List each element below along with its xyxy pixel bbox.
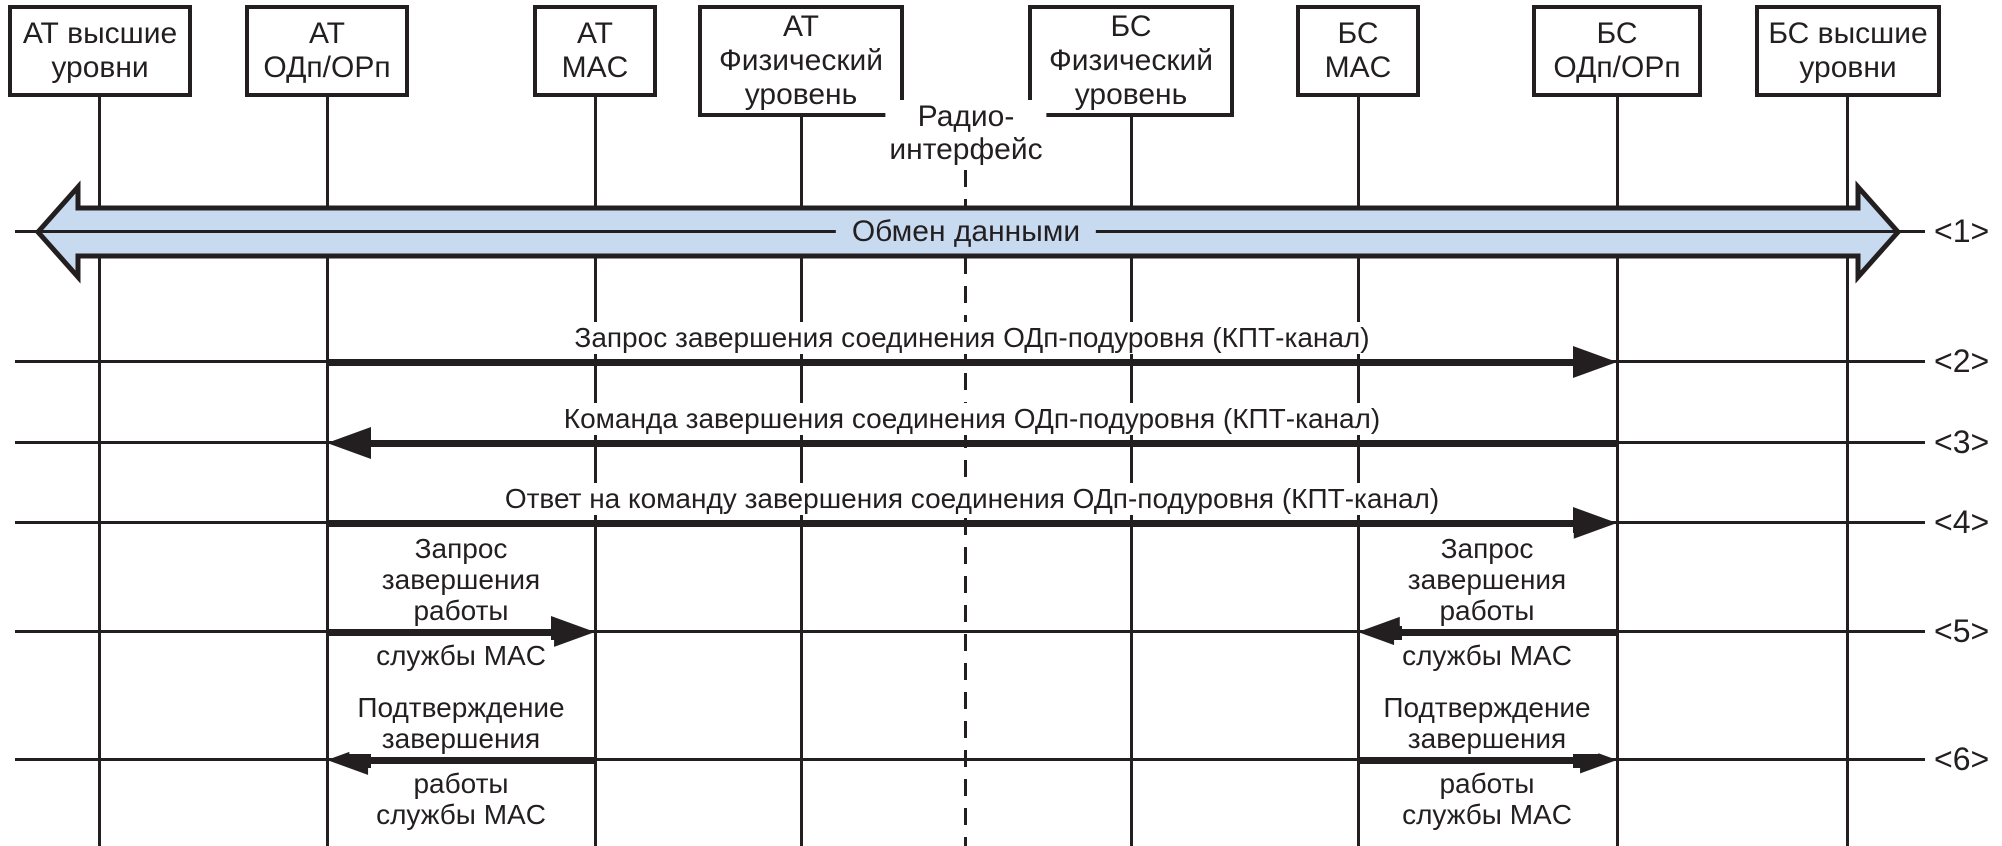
- lifeline-at-phy: [800, 117, 803, 846]
- entity-box-bs-mac: БС MAC: [1296, 5, 1420, 97]
- entity-box-at-odp: АТ ОДп/ОРп: [245, 5, 409, 97]
- entity-label: БС MAC: [1324, 17, 1392, 84]
- entity-label: БС высшие уровни: [1768, 17, 1928, 84]
- entity-box-bs-high: БС высшие уровни: [1755, 5, 1941, 97]
- entity-box-bs-odp: БС ОДп/ОРп: [1532, 5, 1702, 97]
- message-line-5: [15, 630, 1925, 633]
- entity-box-at-high: АТ высшие уровни: [8, 5, 192, 97]
- message-label-5-left-below: службы MAC: [368, 640, 554, 671]
- tag-3: <3>: [1934, 424, 1990, 460]
- lifeline-at-odp: [326, 97, 329, 846]
- entity-label: АТ MAC: [561, 17, 629, 84]
- arrow-3-head-left: [327, 427, 371, 459]
- message-label-3: Команда завершения соединения ОДп-подуро…: [553, 403, 1391, 435]
- lifeline-bs-odp: [1616, 97, 1619, 846]
- message-label-5-right-above: Запрос завершения работы: [1399, 533, 1575, 626]
- entity-box-bs-phy: БС Физический уровень: [1028, 5, 1234, 117]
- message-label-4: Ответ на команду завершения соединения О…: [494, 483, 1450, 515]
- entity-label: АТ высшие уровни: [22, 17, 178, 84]
- arrow-2-shaft: [327, 359, 1573, 366]
- lifeline-bs-phy: [1130, 117, 1133, 846]
- tag-1: <1>: [1934, 213, 1990, 249]
- entity-label: БС Физический уровень: [1048, 10, 1214, 111]
- arrow-5-right-shaft: [1402, 629, 1617, 636]
- message-label-6-left-below: работы службы MAC: [368, 768, 554, 830]
- arrow-3-shaft: [371, 440, 1616, 447]
- message-label-6-right-above: Подтверждение завершения: [1375, 692, 1599, 754]
- tag-5: <5>: [1934, 613, 1990, 649]
- entity-label: АТ Физический уровень: [718, 10, 884, 111]
- message-label-5-left-above: Запрос завершения работы: [373, 533, 549, 626]
- lifeline-at-high: [98, 97, 101, 846]
- entity-label: БС ОДп/ОРп: [1553, 17, 1681, 84]
- lifeline-bs-high: [1846, 97, 1849, 846]
- message-label-6-right-below: работы службы MAC: [1394, 768, 1580, 830]
- message-label-2: Запрос завершения соединения ОДп-подуров…: [564, 322, 1380, 354]
- message-line-6: [15, 758, 1925, 761]
- lifeline-bs-mac: [1357, 97, 1360, 846]
- arrow-6-right-shaft: [1358, 757, 1573, 764]
- entity-label: АТ ОДп/ОРп: [263, 17, 391, 84]
- tag-4: <4>: [1934, 504, 1990, 540]
- tag-2: <2>: [1934, 343, 1990, 379]
- arrow-6-left-shaft: [371, 757, 595, 764]
- arrow-4-head-right: [1573, 507, 1617, 539]
- message-label-6-left-above: Подтверждение завершения: [349, 692, 573, 754]
- radio-interface-label: Радио- интерфейс: [885, 100, 1047, 166]
- entity-box-at-phy: АТ Физический уровень: [698, 5, 904, 117]
- lifeline-at-mac: [594, 97, 597, 846]
- arrow-2-head-right: [1573, 346, 1617, 378]
- arrow-5-left-head-right: [551, 616, 595, 648]
- arrow-5-left-shaft: [327, 629, 551, 636]
- entity-box-at-mac: АТ MAC: [533, 5, 657, 97]
- arrow-4-shaft: [327, 520, 1573, 527]
- message-label-5-right-below: службы MAC: [1394, 640, 1580, 671]
- message-label-1: Обмен данными: [835, 214, 1097, 250]
- tag-6: <6>: [1934, 741, 1990, 777]
